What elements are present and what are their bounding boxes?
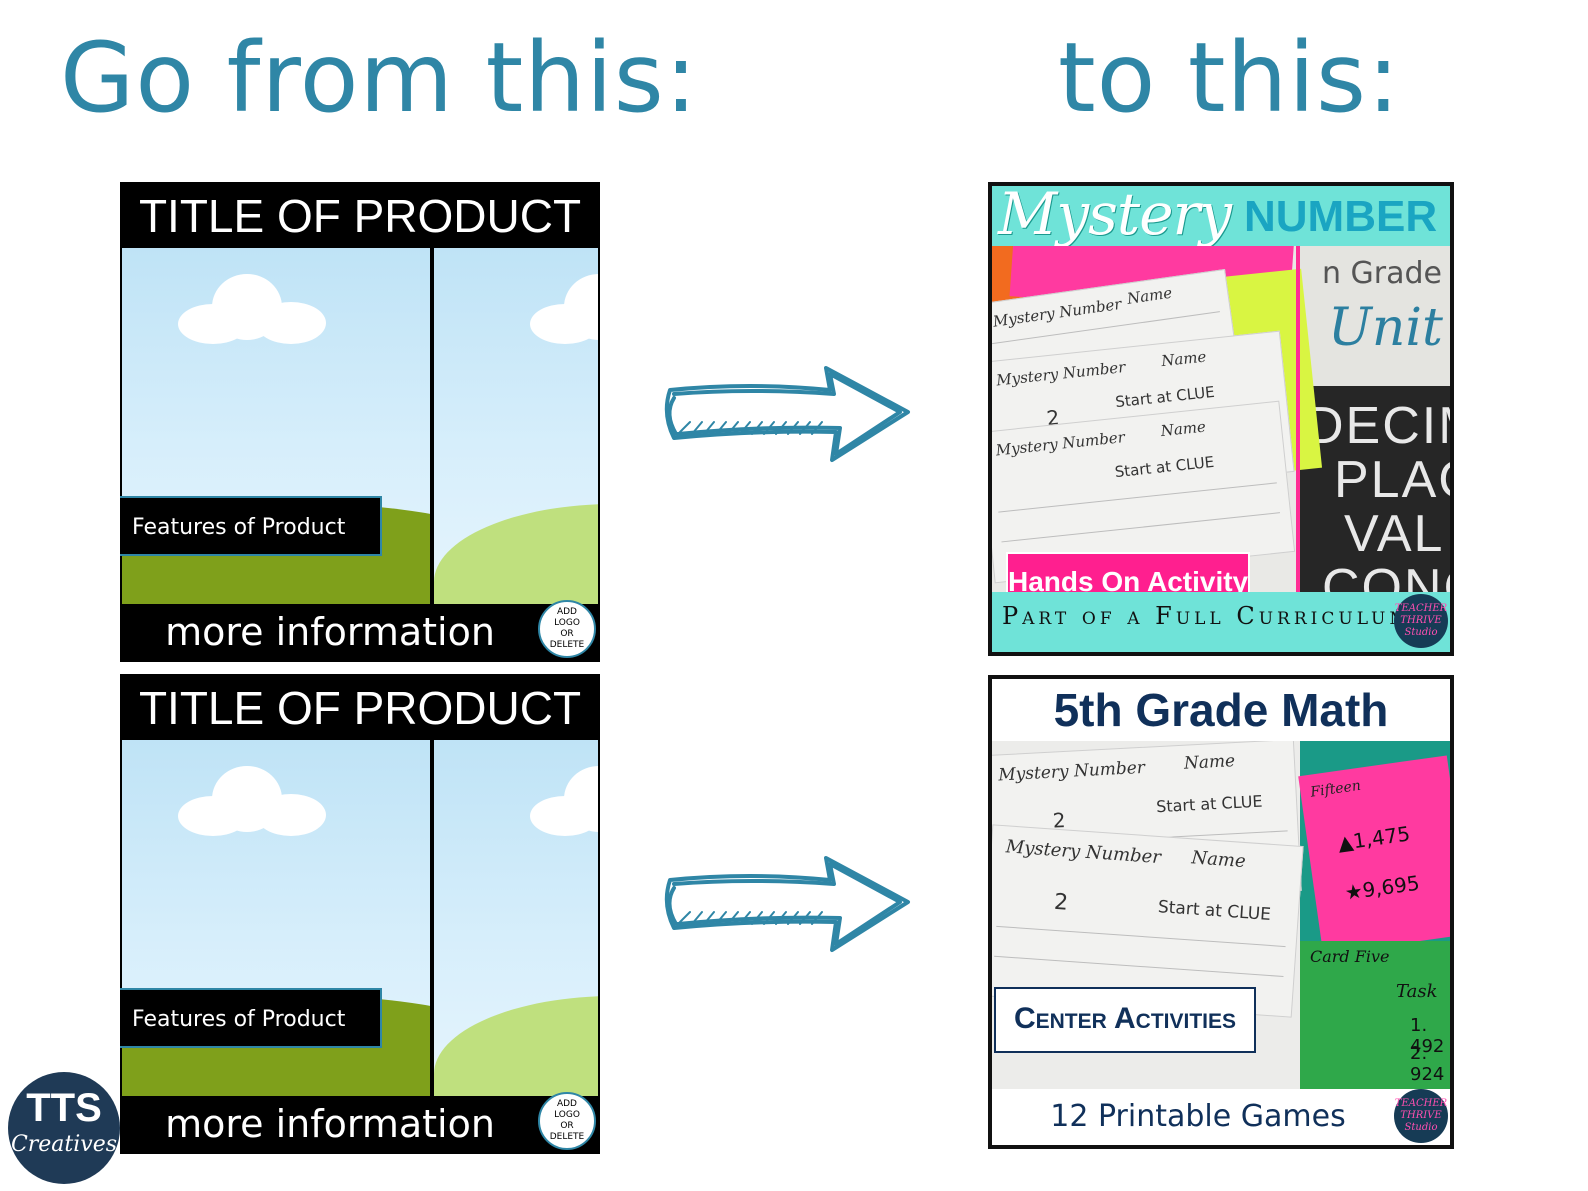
studio-logo: TEACHER THRIVE Studio — [1394, 1089, 1448, 1143]
hands-on-badge: Hands On Activity — [1006, 552, 1250, 598]
task-card: Card Five Task 1. 492 2. 924 — [1300, 941, 1450, 1093]
product-cover-5th-grade-math: 5th Grade Math Fifteen ▲1,475 ★9,695 Car… — [988, 675, 1454, 1149]
logo-placeholder: ADD LOGO OR DELETE — [538, 1092, 596, 1150]
footer-bar: Part of a Full Curriculum TEACHER THRIVE… — [992, 592, 1450, 652]
heading-left: Go from this: — [60, 22, 699, 134]
template-card-1: TITLE OF PRODUCT Features of Product mor… — [120, 182, 600, 662]
product-photo: Fifteen ▲1,475 ★9,695 Card Five Task 1. … — [992, 741, 1450, 1093]
more-information: more information — [165, 1102, 495, 1146]
template-title: TITLE OF PRODUCT — [138, 682, 582, 734]
arrow-right-icon — [664, 856, 910, 952]
hill-shape — [434, 504, 598, 604]
studio-logo: TEACHER THRIVE Studio — [1394, 594, 1448, 648]
tts-creatives-logo: TTS Creatives — [8, 1072, 120, 1184]
photo-text: n Grade M — [1322, 256, 1450, 291]
sky-panel-right — [434, 740, 598, 1096]
more-information: more information — [165, 610, 495, 654]
features-label: Features of Product — [120, 496, 382, 556]
photo-text: VAL — [1344, 505, 1445, 563]
logo-text-top: TTS — [26, 1086, 102, 1130]
features-label: Features of Product — [120, 988, 382, 1048]
title-script: Mystery — [998, 182, 1232, 248]
title-bar: Mystery NUMBER — [992, 186, 1450, 248]
arrow-right-icon — [664, 366, 910, 462]
center-activities-badge: Center Activities — [994, 987, 1256, 1053]
photo-text: DECIM — [1306, 397, 1450, 455]
printable-games-label: 12 Printable Games — [1050, 1099, 1346, 1134]
title-bold: NUMBER — [1244, 192, 1438, 241]
title-bar: 5th Grade Math — [992, 679, 1450, 741]
photo-text: Unit — [1328, 298, 1443, 358]
cloud-icon — [530, 274, 598, 344]
cloud-icon — [178, 274, 326, 344]
cloud-icon — [178, 766, 326, 836]
cloud-icon — [530, 766, 598, 836]
footer-bar: 12 Printable Games TEACHER THRIVE Studio — [992, 1089, 1450, 1145]
template-card-2: TITLE OF PRODUCT Features of Product mor… — [120, 674, 600, 1154]
photo-text: CONC — [1322, 559, 1450, 598]
product-cover-mystery-number: Mystery NUMBER n Grade M Unit DECIM PLAC… — [988, 182, 1454, 656]
task-card: Fifteen ▲1,475 ★9,695 — [1298, 755, 1450, 955]
hill-shape — [434, 996, 598, 1096]
sky-panel-right — [434, 248, 598, 604]
template-title: TITLE OF PRODUCT — [138, 190, 582, 242]
product-photo: n Grade M Unit DECIM PLAC VAL CONC Myste… — [992, 246, 1450, 598]
logo-placeholder: ADD LOGO OR DELETE — [538, 600, 596, 658]
curriculum-label: Part of a Full Curriculum — [1002, 602, 1411, 630]
cover-title: 5th Grade Math — [1053, 684, 1389, 736]
heading-right: to this: — [1058, 22, 1401, 134]
logo-text-bottom: Creatives — [10, 1132, 118, 1157]
photo-text: PLAC — [1334, 451, 1450, 509]
